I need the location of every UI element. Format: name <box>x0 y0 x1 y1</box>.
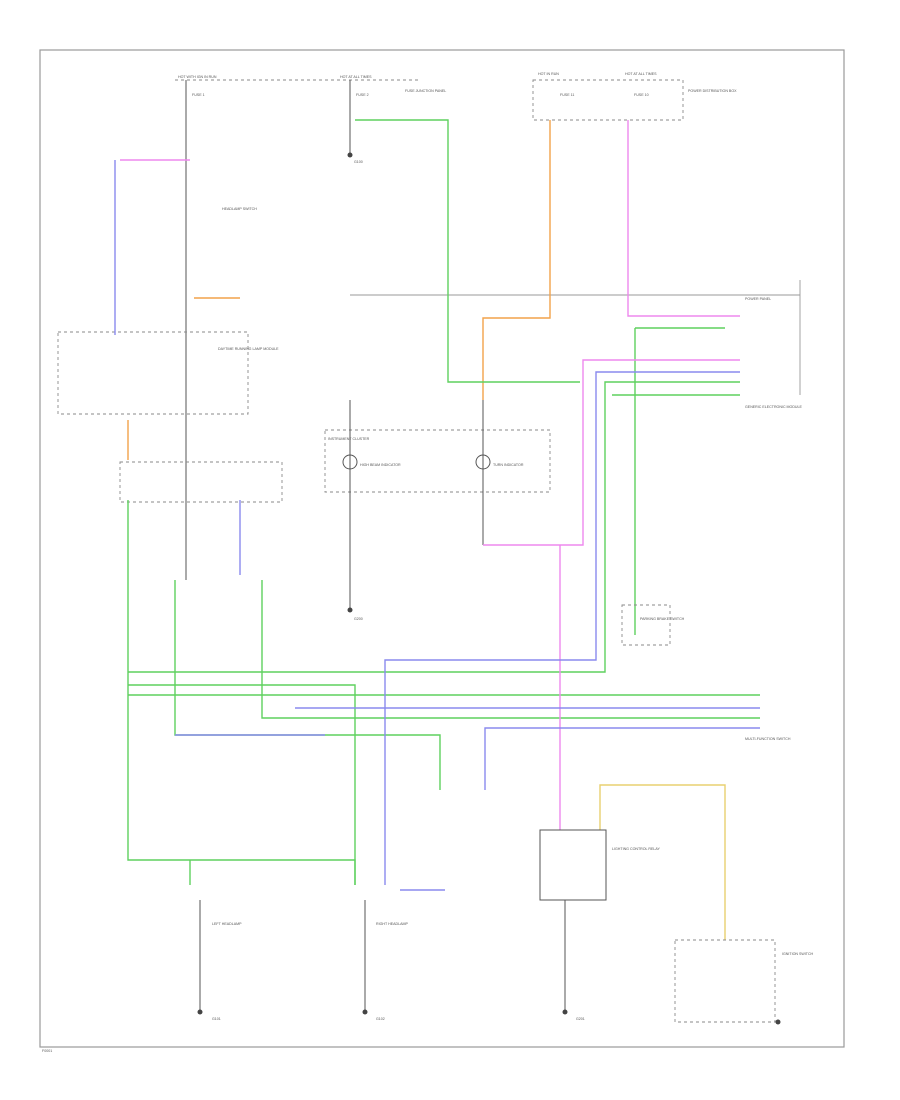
ground-ign <box>775 1019 781 1025</box>
wire-green-h4 <box>261 580 760 719</box>
label-dh: DAYTIME RUNNING LAMP MODULE <box>218 347 279 351</box>
label-ign: IGNITION SWITCH <box>782 952 814 956</box>
label-pbr: PARKING BRAKE SWITCH <box>640 617 685 621</box>
ground-dot <box>347 152 353 158</box>
wire-green-h2 <box>128 684 356 885</box>
label-pdb: POWER DISTRIBUTION BOX <box>688 89 737 93</box>
label-footer-code: F0001 <box>42 1049 52 1053</box>
relay-box <box>57 331 249 415</box>
label-t1: HOT WITH IGN IN RUN <box>178 75 217 79</box>
label-f3: FUSE 11 <box>560 93 574 97</box>
label-g4: G102 <box>376 1017 385 1021</box>
ground-lcr <box>562 1009 568 1015</box>
wire-pink-top <box>627 120 740 317</box>
label-pj: FUSE JUNCTION PANEL <box>405 89 446 93</box>
label-hi: HIGH BEAM INDICATOR <box>360 463 401 467</box>
label-lcr: LIGHTING CONTROL RELAY <box>612 847 661 851</box>
label-f1: FUSE 1 <box>192 93 205 97</box>
label-f4: FUSE 10 <box>634 93 649 97</box>
ground-dot-2 <box>347 607 353 613</box>
label-gcu: GENERIC ELECTRONIC MODULE <box>745 405 803 409</box>
wire-yellow <box>599 784 726 940</box>
fuse-panel-box <box>532 79 684 121</box>
module-box <box>119 461 283 503</box>
wire-green-top <box>355 119 580 383</box>
label-f2: FUSE 2 <box>356 93 369 97</box>
label-hsw: HEADLAMP SWITCH <box>222 207 257 211</box>
label-rh: RIGHT HEADLAMP <box>376 922 408 926</box>
label-g5: G201 <box>576 1017 585 1021</box>
label-lh: LEFT HEADLAMP <box>212 922 242 926</box>
label-t3: HOT IN RUN <box>538 72 559 76</box>
wire-orange-top <box>482 120 551 400</box>
label-mfs: MULTI-FUNCTION SWITCH <box>745 737 791 741</box>
label-ih: INSTRUMENT CLUSTER <box>328 437 370 441</box>
cluster-box <box>324 429 551 493</box>
label-g2: G200 <box>354 617 363 621</box>
label-g3: G101 <box>212 1017 221 1021</box>
diagram-frame <box>39 49 845 1048</box>
label-ti: TURN INDICATOR <box>493 463 524 467</box>
parking-brake-switch <box>621 604 671 646</box>
wire-green-left <box>127 500 356 885</box>
ground-lh <box>197 1009 203 1015</box>
label-t2: HOT AT ALL TIMES <box>340 75 372 79</box>
label-g1: G100 <box>354 160 363 164</box>
lighting-control-relay <box>539 829 607 901</box>
wire-green-h1 <box>128 381 740 673</box>
label-ppb: POWER PANEL <box>745 297 771 301</box>
ignition-switch-box <box>674 939 776 1023</box>
label-t4: HOT AT ALL TIMES <box>625 72 657 76</box>
wire-pink-mid <box>483 359 740 546</box>
wire-blue-h1 <box>384 371 740 885</box>
ground-rh <box>362 1009 368 1015</box>
wire-blue-h3 <box>484 727 760 790</box>
